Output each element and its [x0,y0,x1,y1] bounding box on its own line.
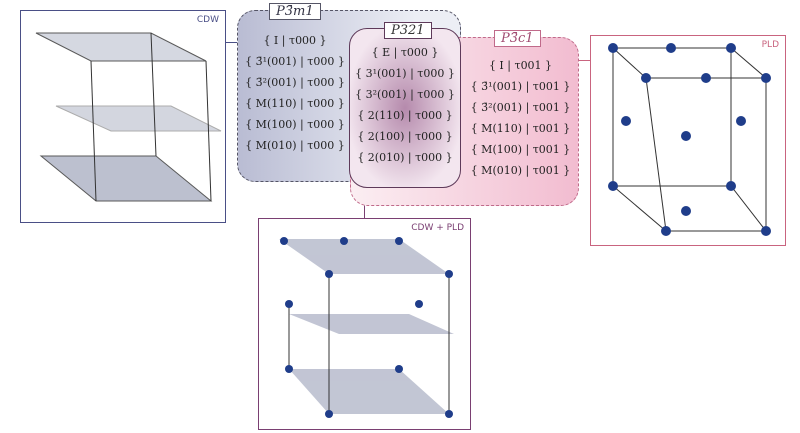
panel-label-combined: CDW + PLD [411,223,464,233]
op: { 2(100) | τ000 } [357,130,453,143]
op: { 2(110) | τ000 } [357,109,453,122]
group-title-p321: P321 [384,22,432,39]
op: { M(100) | τ000 } [245,118,345,131]
op: { 3̄¹(001) | τ001 } [470,80,571,93]
group-title-p3c1: P3̄c1 [494,30,541,47]
op: { M(010) | τ001 } [470,164,571,177]
group-p321 [349,28,461,188]
pld-lattice [608,43,771,236]
op: { M(110) | τ000 } [245,97,345,110]
op: { M(100) | τ001 } [470,143,571,156]
op: { M(110) | τ001 } [470,122,571,135]
group-title-p3m1: P3̄m1 [269,3,321,20]
op: { 3²(001) | τ000 } [355,88,455,101]
ops-p3m1: { I | τ000 } { 3̄¹(001) | τ000 } { 3̄²(0… [245,30,345,156]
panel-label-pld: PLD [761,40,779,50]
panel-combined: CDW + PLD [258,218,471,430]
op: { 2(010) | τ000 } [357,151,453,164]
ops-p321: { E | τ000 } { 3¹(001) | τ000 } { 3²(001… [355,42,455,168]
panel-cdw: CDW [20,10,226,223]
op: { I | τ000 } [263,34,327,47]
panel-pld: PLD [590,35,786,246]
op: { 3̄²(001) | τ000 } [245,76,345,89]
connector-cdw [225,42,239,43]
op: { E | τ000 } [371,46,439,59]
ops-p3c1: { I | τ001 } { 3̄¹(001) | τ001 } { 3̄²(0… [468,55,573,181]
op: { 3¹(001) | τ000 } [355,67,455,80]
panel-label-cdw: CDW [196,15,219,25]
combined-lattice [279,237,454,418]
op: { 3̄²(001) | τ001 } [470,101,571,114]
op: { M(010) | τ000 } [245,139,345,152]
cdw-lattice [35,32,222,202]
op: { 3̄¹(001) | τ000 } [245,55,345,68]
op: { I | τ001 } [488,59,553,72]
connector-pld [578,60,592,61]
